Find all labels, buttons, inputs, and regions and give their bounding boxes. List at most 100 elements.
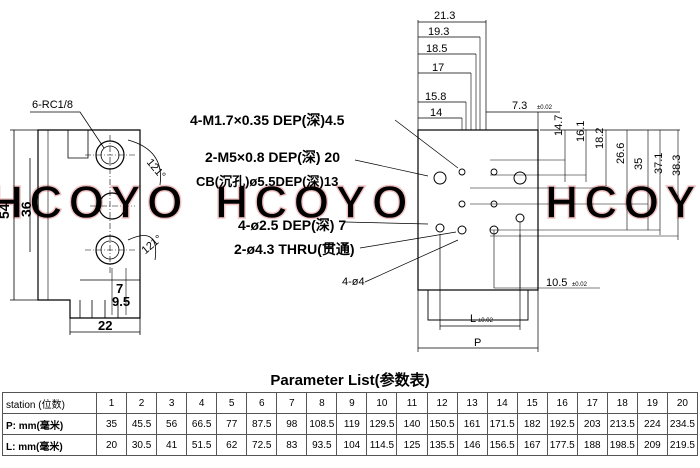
watermark-group: HCOYO HCOYO HCOYO (0, 175, 700, 228)
p-cell: 192.5 (546, 413, 578, 435)
station-cell: 17 (576, 392, 608, 414)
station-cell: 4 (186, 392, 218, 414)
p-cell: 119 (336, 413, 368, 435)
l-cell: 41 (156, 434, 188, 456)
l-cell: 72.5 (246, 434, 278, 456)
l-cell: 177.5 (546, 434, 578, 456)
l-cell: 188 (576, 434, 608, 456)
dim-18-2: 18.2 (594, 128, 606, 149)
l-cell: 20 (95, 434, 128, 456)
l-cell: 198.5 (606, 434, 638, 456)
dim-16-1: 16.1 (575, 121, 587, 142)
p-cell: 56 (156, 413, 188, 435)
p-cell: 87.5 (246, 413, 278, 435)
station-cell: 20 (666, 392, 699, 414)
front-view-labels: 21.3 19.3 18.5 17 15.8 14 7.3 ±0.02 14.7… (190, 10, 683, 349)
station-cell: 11 (396, 392, 428, 414)
l-cell: 135.5 (426, 434, 458, 456)
callout-cb: CB(沉孔)ø5.5DEP(深)13 (196, 174, 338, 189)
station-cell: 3 (156, 392, 188, 414)
l-cell: 114.5 (366, 434, 398, 456)
station-cell: 6 (246, 392, 278, 414)
dim-26-6: 26.6 (615, 143, 627, 164)
side-view (10, 111, 161, 335)
p-cell: 129.5 (366, 413, 398, 435)
station-cell: 9 (336, 392, 368, 414)
dim-21-3: 21.3 (434, 10, 455, 22)
watermark-3: HCOYO (545, 176, 700, 228)
p-cell: 45.5 (126, 413, 158, 435)
callout-m5: 2-M5×0.8 DEP(深) 20 (205, 149, 340, 165)
row-label-p: P: mm(毫米) (2, 413, 97, 435)
l-cell: 93.5 (306, 434, 338, 456)
watermark-2: HCOYO (215, 176, 414, 228)
station-cell: 2 (126, 392, 158, 414)
dim-19-3: 19.3 (428, 26, 449, 38)
station-cell: 15 (516, 392, 548, 414)
l-cell: 156.5 (486, 434, 518, 456)
tol-7-3: ±0.02 (537, 105, 553, 111)
dim-7-3: 7.3 (512, 100, 527, 112)
row-label-station: station (位数) (2, 392, 97, 414)
front-view (344, 20, 680, 352)
l-cell: 62 (216, 434, 248, 456)
p-cell: 171.5 (486, 413, 518, 435)
callout-m1-7: 4-M1.7×0.35 DEP(深)4.5 (190, 112, 345, 128)
station-cell: 13 (456, 392, 488, 414)
p-cell: 182 (516, 413, 548, 435)
station-cell: 18 (606, 392, 638, 414)
dim-14-7: 14.7 (553, 115, 565, 136)
dim-9-5: 9.5 (112, 294, 130, 309)
tol-L: ±0.02 (478, 318, 494, 324)
p-cell: 224 (636, 413, 668, 435)
p-cell: 140 (396, 413, 428, 435)
l-cell: 125 (396, 434, 428, 456)
holes-4-4: 4-ø4 (342, 276, 365, 288)
dim-36: 36 (18, 201, 34, 217)
dim-38-3: 38.3 (671, 155, 683, 176)
angle-label-bottom: 121° (139, 233, 164, 257)
dim-7: 7 (116, 281, 123, 296)
row-label-l: L: mm(毫米) (2, 434, 97, 456)
watermark-1: HCOYO (0, 176, 189, 228)
port-label: 6-RC1/8 (32, 99, 73, 111)
tol-10-5: ±0.02 (572, 282, 588, 288)
l-cell: 104 (336, 434, 368, 456)
station-cell: 12 (426, 392, 458, 414)
l-cell: 83 (276, 434, 308, 456)
station-cell: 8 (306, 392, 338, 414)
l-cell: 51.5 (186, 434, 218, 456)
station-cell: 1 (95, 392, 128, 414)
dim-P: P (474, 337, 481, 349)
p-cell: 234.5 (666, 413, 699, 435)
station-cell: 10 (366, 392, 398, 414)
p-cell: 77 (216, 413, 248, 435)
dim-35: 35 (633, 158, 645, 170)
dim-54: 54 (0, 203, 12, 219)
dim-14: 14 (430, 107, 442, 119)
p-cell: 213.5 (606, 413, 638, 435)
dim-18-5: 18.5 (426, 43, 447, 55)
p-cell: 98 (276, 413, 308, 435)
l-cell: 30.5 (126, 434, 158, 456)
l-cell: 219.5 (666, 434, 699, 456)
dim-10-5: 10.5 (546, 277, 567, 289)
station-cell: 19 (636, 392, 668, 414)
p-cell: 150.5 (426, 413, 458, 435)
station-cell: 7 (276, 392, 308, 414)
station-cell: 5 (216, 392, 248, 414)
dim-17: 17 (432, 62, 444, 74)
p-cell: 161 (456, 413, 488, 435)
dim-L: L (470, 313, 476, 325)
p-cell: 108.5 (306, 413, 338, 435)
parameter-list-title: Parameter List(参数表) (270, 372, 430, 389)
callout-d2-5: 4-ø2.5 DEP(深) 7 (238, 217, 346, 233)
station-cell: 14 (486, 392, 518, 414)
callout-d4-3: 2-ø4.3 THRU(贯通) (234, 241, 355, 257)
l-cell: 167 (516, 434, 548, 456)
l-cell: 146 (456, 434, 488, 456)
p-cell: 203 (576, 413, 608, 435)
